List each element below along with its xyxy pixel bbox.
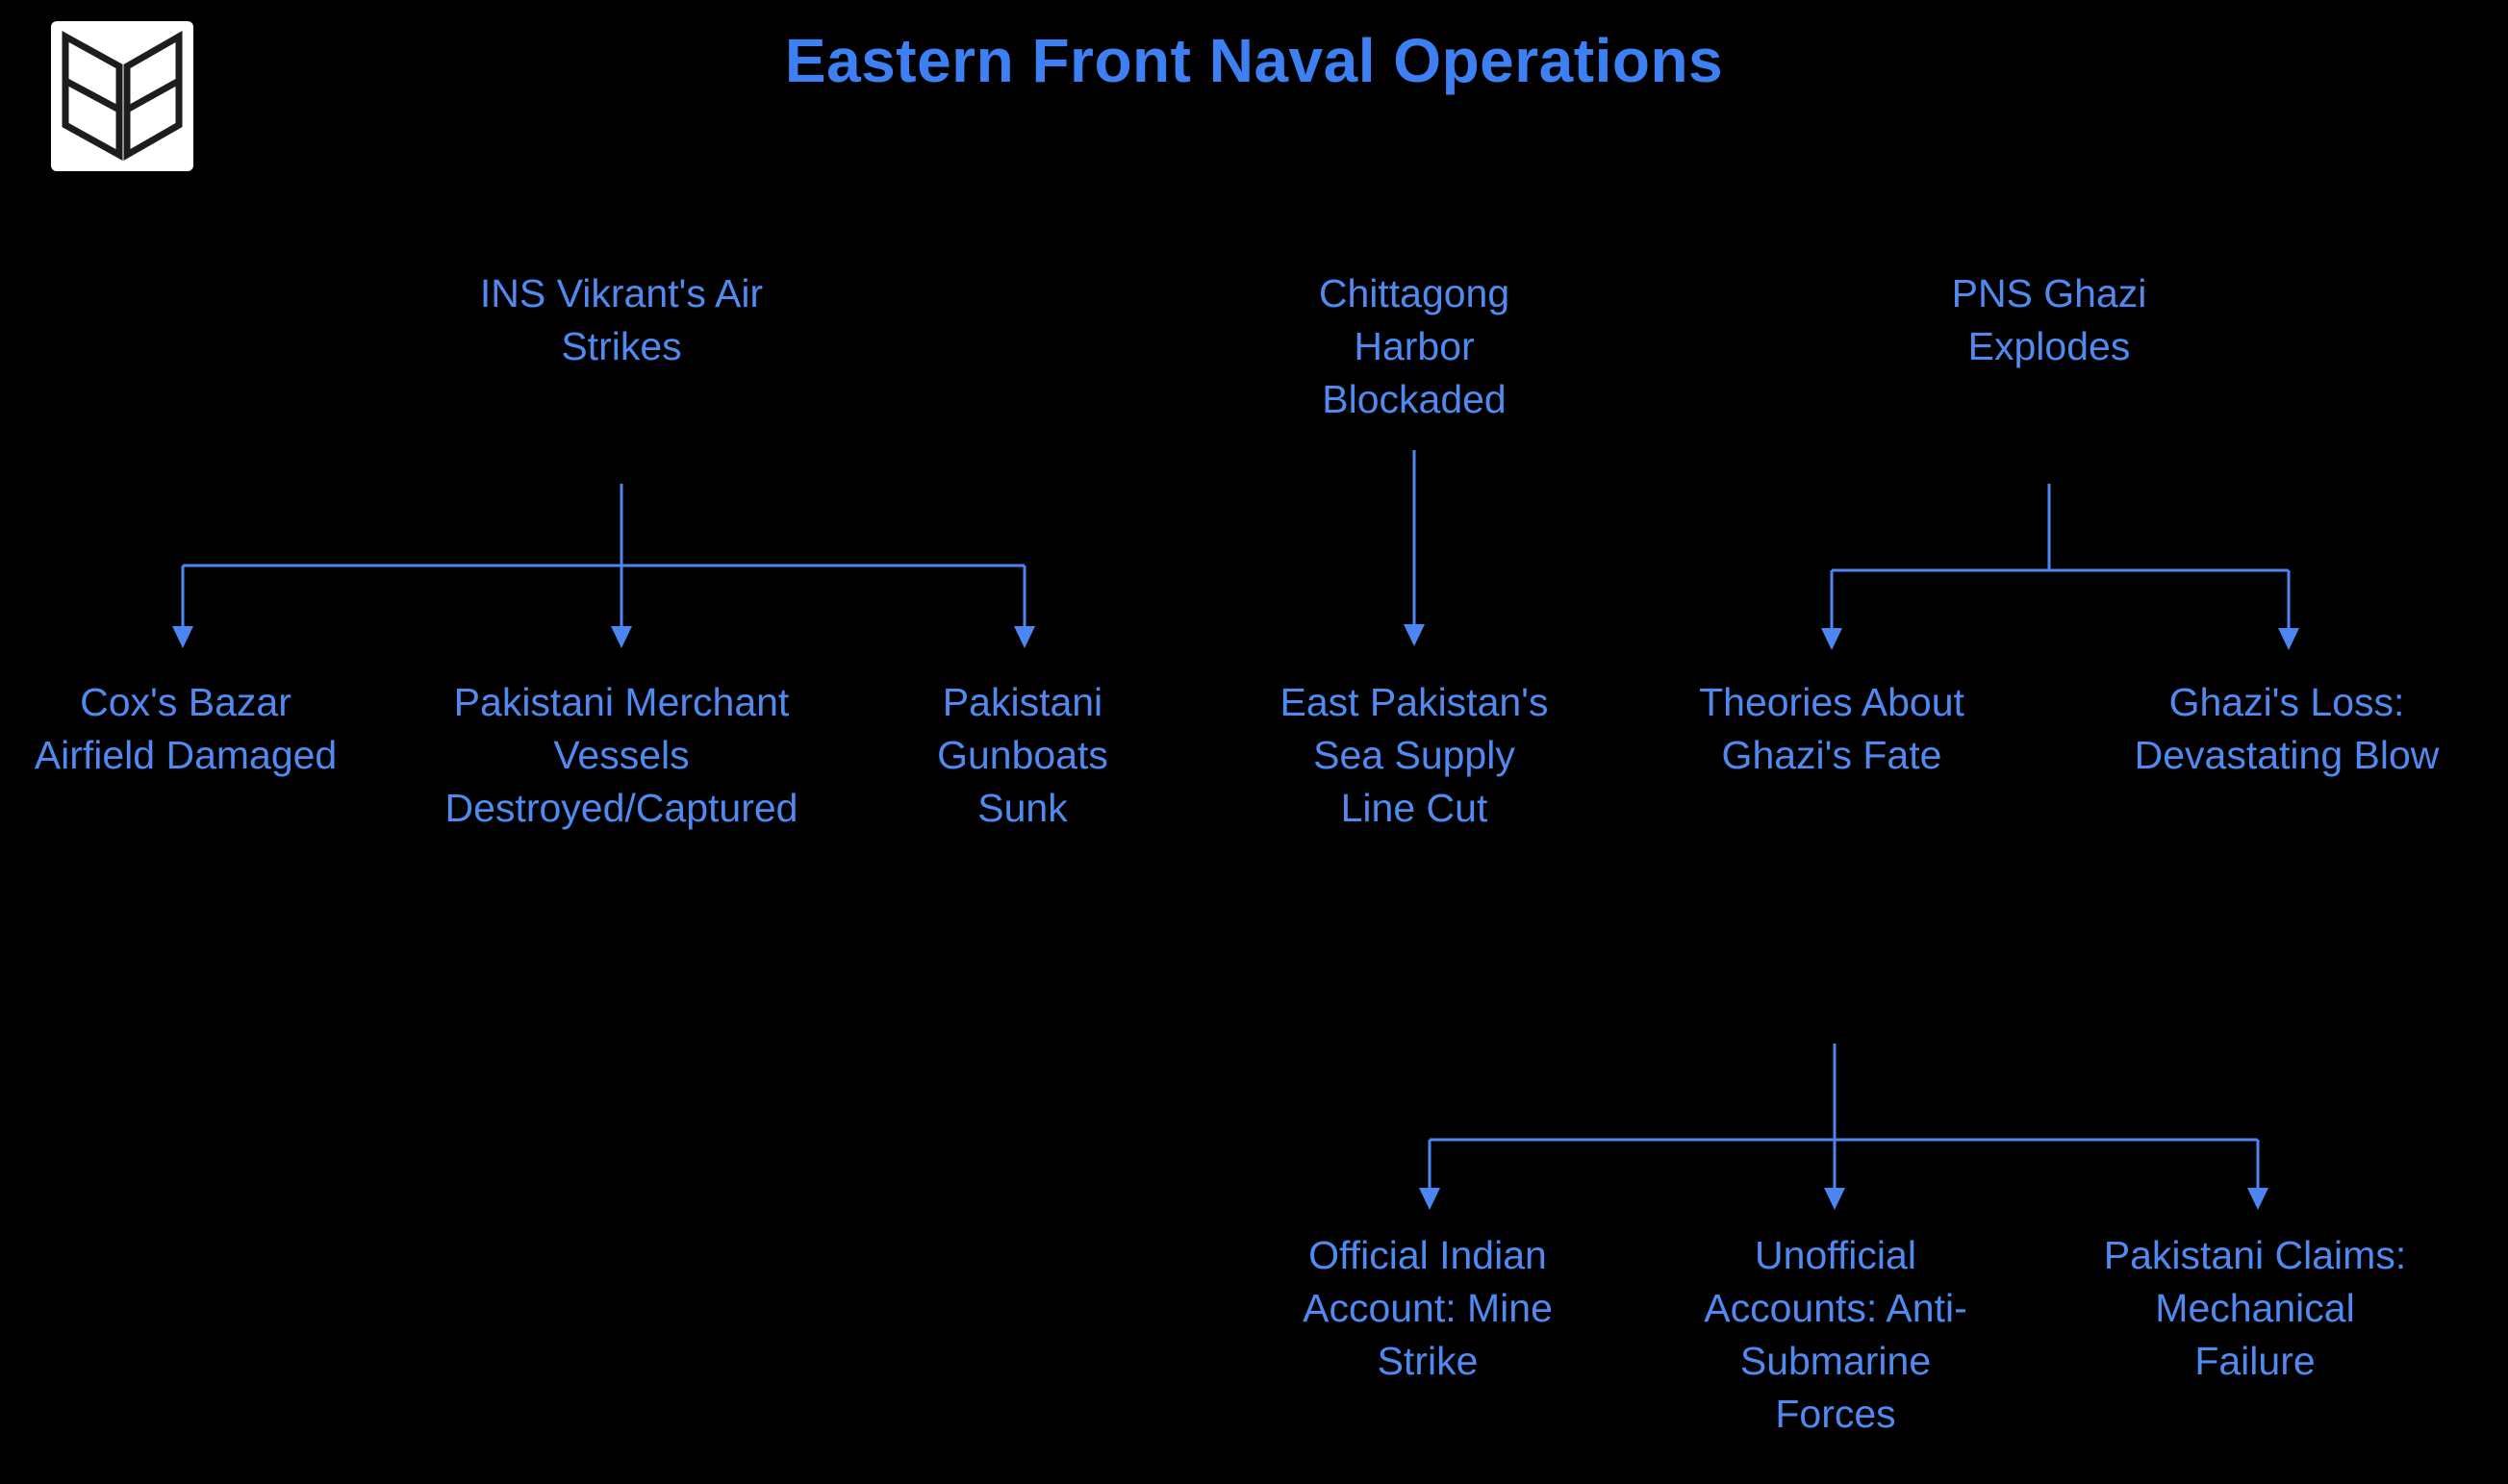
node-ins-vikrants-air-strikes: INS Vikrant's Air Strikes [479,271,764,368]
arrow-down-icon [1821,628,1842,650]
node-pns-ghazi-explodes: PNS Ghazi Explodes [1951,271,2147,368]
arrow-down-icon [1014,626,1035,648]
node-pakistani-gunboats-sunk: Pakistani Gunboats Sunk [937,680,1108,830]
arrow-down-icon [611,626,632,648]
node-pakistani-claims-mech-failure: Pakistani Claims: Mechanical Failure [2103,1233,2407,1383]
node-chittagong-harbor-blockaded: Chittagong Harbor Blockaded [1318,271,1510,421]
logo-left-cover [62,31,123,161]
arrow-down-icon [2278,628,2299,650]
node-official-indian-account-mine: Official Indian Account: Mine Strike [1303,1233,1553,1383]
node-unofficial-accounts-anti-sub: Unofficial Accounts: Anti- Submarine For… [1704,1233,1967,1436]
page-title: Eastern Front Naval Operations [784,26,1724,95]
logo-left-divider [63,77,121,113]
arrow-down-icon [2247,1188,2268,1210]
arrow-down-icon [1824,1188,1845,1210]
logo-right-cover [123,30,183,162]
logo-right-divider [125,77,181,113]
open-book-logo [51,21,193,171]
node-pakistani-merchant-vessels: Pakistani Merchant Vessels Destroyed/Cap… [444,680,798,830]
node-east-pakistans-sea-supply-cut: East Pakistan's Sea Supply Line Cut [1279,680,1549,830]
node-ghazis-loss-devastating-blow: Ghazi's Loss: Devastating Blow [2134,680,2440,777]
arrow-down-icon [1419,1188,1440,1210]
node-coxs-bazar-airfield-damaged: Cox's Bazar Airfield Damaged [34,680,338,777]
node-theories-about-ghazis-fate: Theories About Ghazi's Fate [1699,680,1964,777]
arrow-down-icon [1404,624,1425,646]
arrow-down-icon [172,626,193,648]
